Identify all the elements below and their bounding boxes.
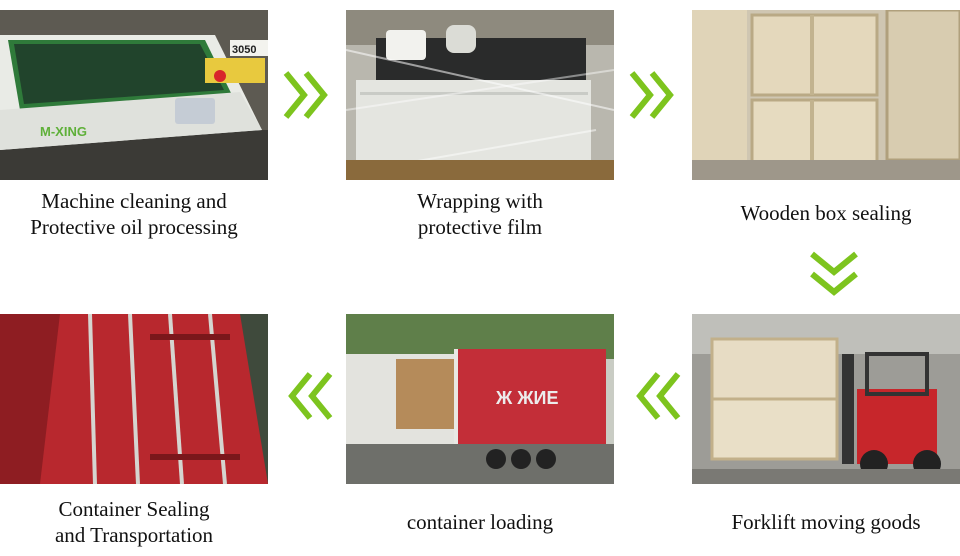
caption-line: Forklift moving goods — [731, 510, 921, 534]
container-loading-photo: Ж ЖИЕ — [346, 314, 614, 484]
caption-forklift: Forklift moving goods — [676, 509, 960, 535]
arrow-left-icon — [628, 368, 684, 424]
caption-line: Container Sealing — [58, 497, 210, 521]
caption-line: and Transportation — [54, 523, 214, 547]
machine-cleaning-photo: 3050 M-XING — [0, 10, 268, 180]
caption-line: Machine cleaning and — [41, 189, 227, 213]
arrow-down-icon — [806, 248, 862, 304]
caption-wrapping: Wrapping with protective film — [330, 188, 630, 240]
caption-line: protective film — [417, 215, 543, 239]
svg-text:Ж ЖИЕ: Ж ЖИЕ — [495, 388, 558, 408]
wrapping-film-photo — [346, 10, 614, 180]
svg-text:3050: 3050 — [232, 44, 256, 56]
arrow-left-icon — [280, 368, 336, 424]
wooden-box-photo — [692, 10, 960, 180]
arrow-right-icon — [280, 67, 336, 123]
caption-cleaning: Machine cleaning and Protective oil proc… — [0, 188, 284, 240]
caption-line: Wooden box sealing — [740, 201, 912, 225]
container-sealing-photo — [0, 314, 268, 484]
caption-sealing: Container Sealing and Transportation — [0, 496, 284, 548]
caption-boxing: Wooden box sealing — [676, 200, 960, 226]
caption-line: Wrapping with — [417, 189, 543, 213]
caption-line: Protective oil processing — [30, 215, 238, 239]
caption-line: container loading — [406, 510, 554, 534]
caption-loading: container loading — [330, 509, 630, 535]
arrow-right-icon — [626, 67, 682, 123]
svg-text:M-XING: M-XING — [40, 124, 87, 139]
forklift-photo — [692, 314, 960, 484]
